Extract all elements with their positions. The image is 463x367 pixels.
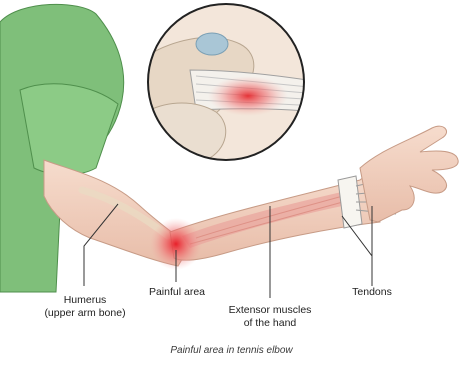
extensor-label: Extensor muscles of the hand [214,304,326,330]
inset-magnifier [140,4,320,170]
tendons-label: Tendons [344,286,400,299]
extensor-label-line2: of the hand [214,317,326,330]
humerus-label-line2: (upper arm bone) [30,307,140,320]
figure-caption: Painful area in tennis elbow [0,345,463,356]
hand [360,126,458,222]
shirt-sleeve [20,84,118,175]
extensor-label-line1: Extensor muscles [214,304,326,317]
painful-area-label: Painful area [140,286,214,299]
humerus-label-line1: Humerus [30,294,140,307]
humerus-label: Humerus (upper arm bone) [30,294,140,320]
